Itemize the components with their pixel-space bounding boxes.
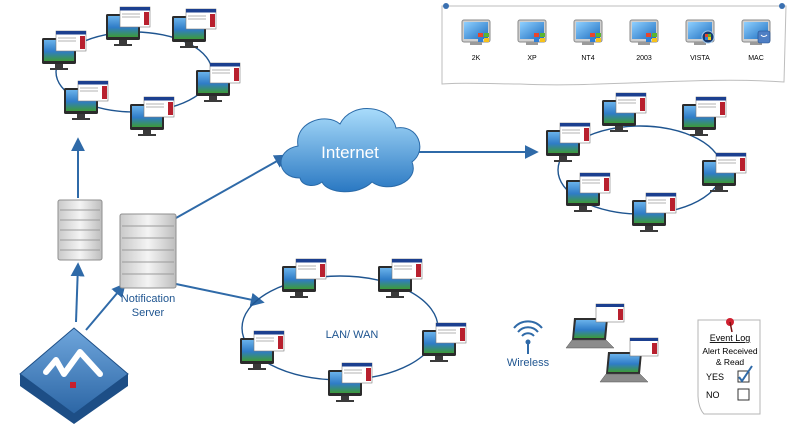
notification-server bbox=[119, 213, 177, 289]
alert-popup-icon bbox=[559, 122, 591, 144]
wireless-laptops bbox=[565, 303, 659, 383]
os-item-xp: XP bbox=[517, 19, 547, 62]
os-label: VISTA bbox=[690, 55, 710, 62]
event-log-no-checkbox bbox=[737, 388, 750, 401]
internet-cloud: Internet bbox=[280, 108, 421, 193]
lan-wan-label: LAN/ WAN bbox=[326, 329, 379, 341]
workstation-icon bbox=[106, 6, 151, 46]
laptop-icon bbox=[599, 337, 659, 383]
pin-left-icon bbox=[443, 3, 449, 9]
workstation-icon bbox=[546, 122, 591, 162]
alert-popup-icon bbox=[695, 96, 727, 118]
windows-logo-icon bbox=[534, 33, 545, 42]
os-item-nt4: NT4 bbox=[573, 19, 603, 62]
os-label: NT4 bbox=[581, 55, 594, 62]
arrow-key-to-notification-server bbox=[85, 282, 126, 331]
workstation-icon bbox=[64, 80, 109, 120]
left-server bbox=[57, 199, 103, 261]
internet-label: Internet bbox=[321, 143, 379, 162]
alert-popup-icon bbox=[185, 8, 217, 30]
network-rings bbox=[55, 31, 723, 381]
workstation-icon bbox=[240, 330, 285, 370]
arrow-key-to-left-server bbox=[70, 262, 85, 323]
vista-logo-icon bbox=[701, 30, 715, 44]
alert-popup-icon bbox=[391, 258, 423, 280]
alert-popup-icon bbox=[77, 80, 109, 102]
mac-logo-icon bbox=[757, 30, 771, 44]
windows-logo-icon bbox=[646, 33, 657, 42]
alert-popup-icon bbox=[253, 330, 285, 352]
os-item-2003: 2003 bbox=[629, 19, 659, 62]
notification-server-label-line2: Server bbox=[132, 307, 165, 319]
event-log-no-label: NO bbox=[706, 390, 720, 400]
alert-popup-icon bbox=[435, 322, 467, 344]
connection-arrows bbox=[70, 137, 539, 331]
workstations bbox=[42, 6, 747, 402]
event-log-title: Event Log bbox=[710, 333, 751, 343]
os-label: 2K bbox=[472, 55, 481, 62]
arrow-server-to-internet bbox=[175, 154, 289, 219]
os-label: XP bbox=[527, 55, 537, 62]
wireless-label: Wireless bbox=[507, 357, 550, 369]
workstation-icon bbox=[702, 152, 747, 192]
alert-popup-icon bbox=[715, 152, 747, 174]
pin-right-icon bbox=[779, 3, 785, 9]
os-item-mac: MAC bbox=[741, 19, 771, 62]
os-item-vista: VISTA bbox=[685, 19, 715, 62]
alert-popup-icon bbox=[119, 6, 151, 28]
windows-logo-icon bbox=[590, 33, 601, 42]
workstation-icon bbox=[130, 96, 175, 136]
alert-popup-icon bbox=[143, 96, 175, 118]
wireless-icon bbox=[513, 320, 543, 354]
workstation-icon bbox=[42, 30, 87, 70]
alert-popup-icon bbox=[615, 92, 647, 114]
os-label: MAC bbox=[748, 55, 764, 62]
alert-popup-icon bbox=[209, 62, 241, 84]
alert-popup-icon bbox=[55, 30, 87, 52]
workstation-icon bbox=[422, 322, 467, 362]
notification-server-label-line1: Notification bbox=[121, 293, 175, 305]
event-log-yes-label: YES bbox=[706, 372, 724, 382]
event-log-note: Event Log Alert Received & Read YES NO bbox=[697, 318, 761, 415]
workstation-icon bbox=[378, 258, 423, 298]
workstation-icon bbox=[602, 92, 647, 132]
os-support-panel: 2K XP NT4 2003 VISTA MAC bbox=[441, 3, 787, 86]
workstation-icon bbox=[282, 258, 327, 298]
event-log-subtitle-line1: Alert Received bbox=[702, 346, 758, 356]
event-log-subtitle-line2: & Read bbox=[716, 357, 745, 367]
os-label: 2003 bbox=[636, 55, 652, 62]
alert-popup-icon bbox=[595, 303, 625, 323]
workstation-icon bbox=[632, 192, 677, 232]
alert-popup-icon bbox=[341, 362, 373, 384]
laptop-icon bbox=[565, 303, 625, 349]
workstation-icon bbox=[196, 62, 241, 102]
alert-key-logo bbox=[19, 327, 129, 424]
workstation-icon bbox=[172, 8, 217, 48]
alert-popup-icon bbox=[579, 172, 611, 194]
event-log-yes-checkbox bbox=[737, 370, 750, 383]
checkmark-icon bbox=[738, 365, 753, 383]
windows-logo-icon bbox=[478, 33, 489, 42]
workstation-icon bbox=[566, 172, 611, 212]
workstation-icon bbox=[682, 96, 727, 136]
alert-popup-icon bbox=[629, 337, 659, 357]
workstation-icon bbox=[328, 362, 373, 402]
os-item-2k: 2K bbox=[461, 19, 491, 62]
alert-popup-icon bbox=[295, 258, 327, 280]
alert-popup-icon bbox=[645, 192, 677, 214]
arrow-server-to-lan bbox=[175, 283, 265, 307]
